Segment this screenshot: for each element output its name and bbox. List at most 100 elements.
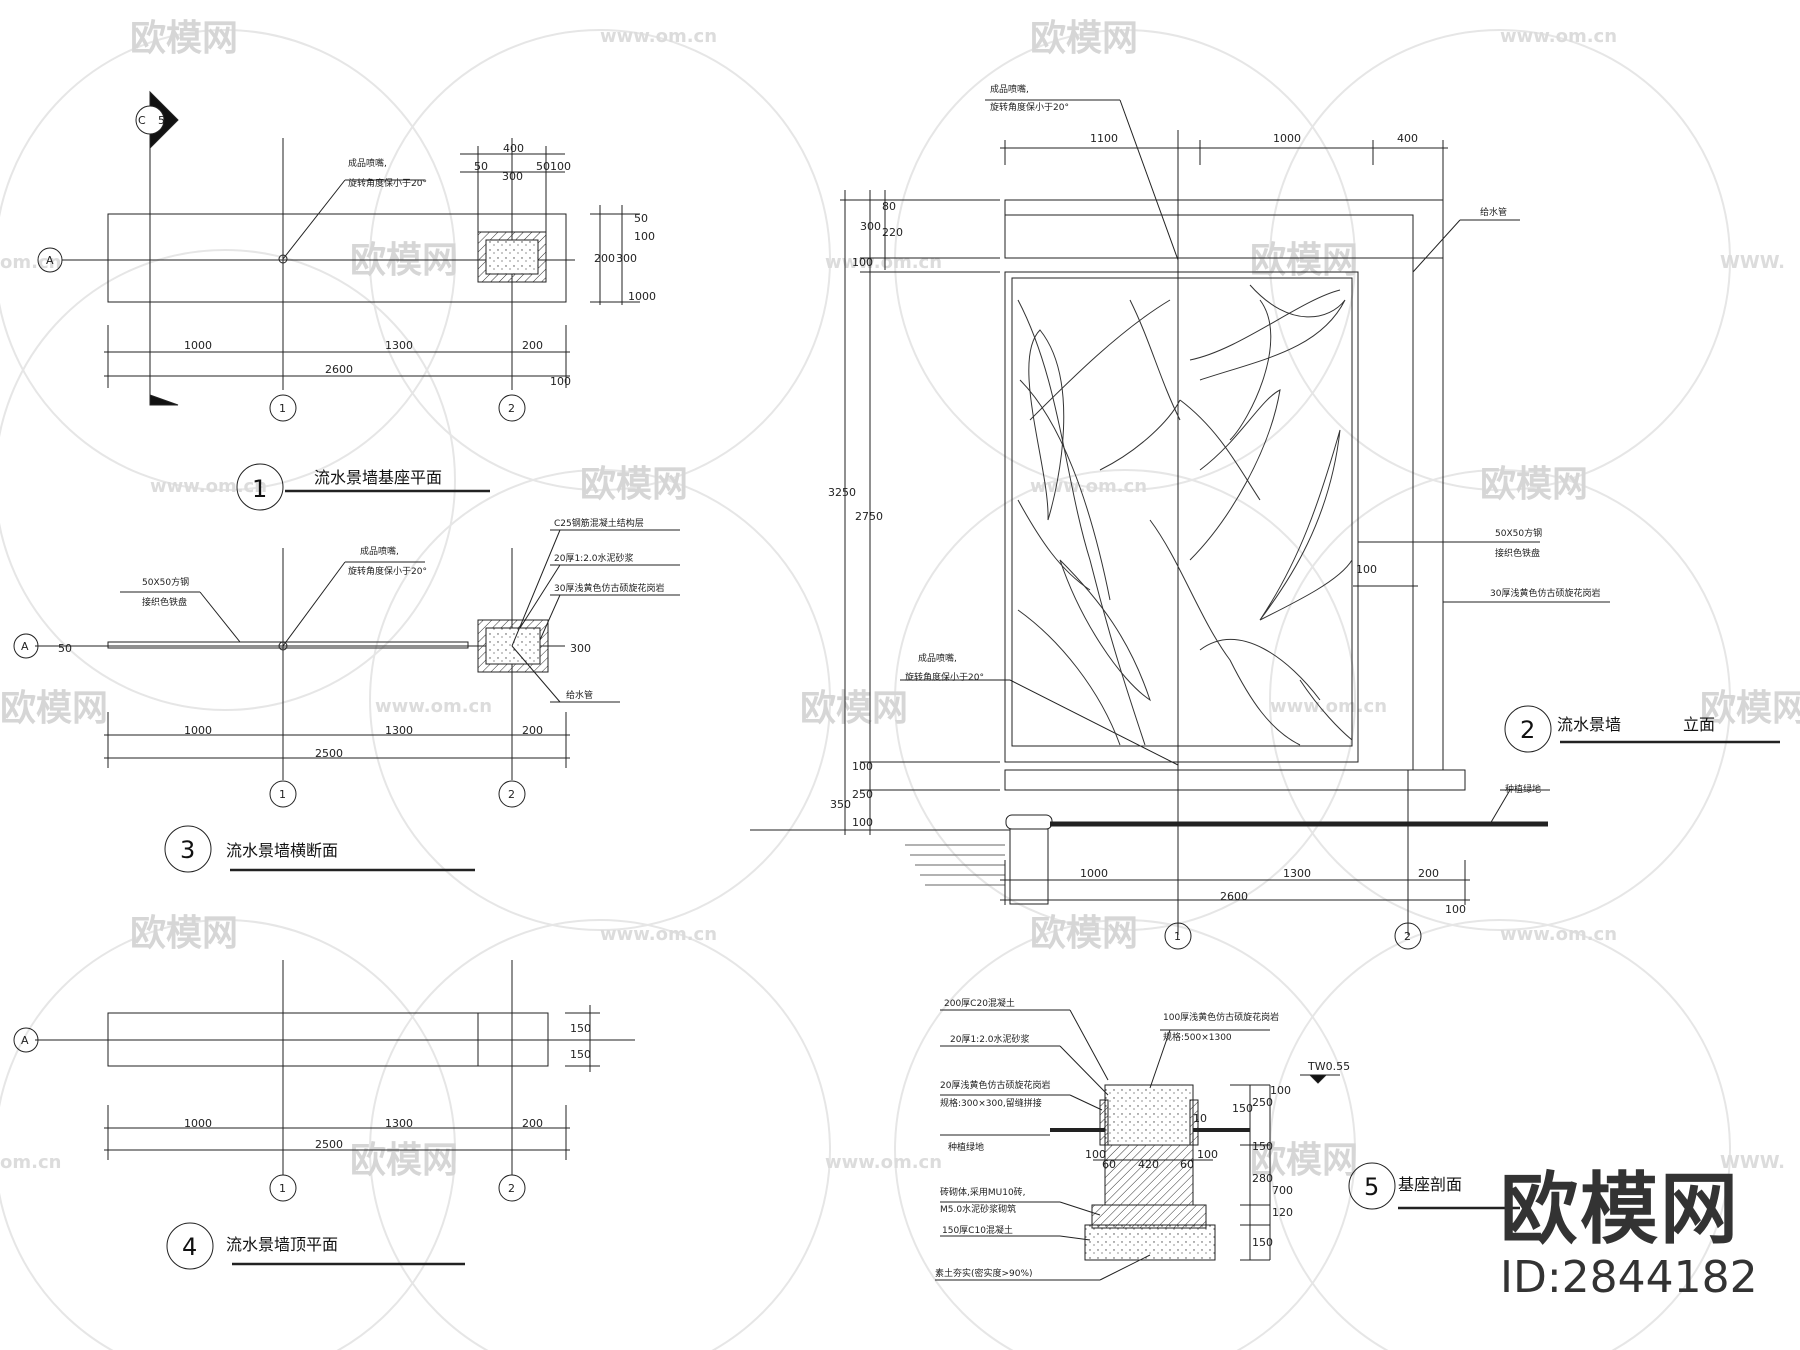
axis-bubble-2: 2 xyxy=(508,1182,515,1195)
dim-label: 50 xyxy=(474,160,488,173)
callout-note: 50X50方钢 xyxy=(1495,527,1542,539)
layer-note: 给水管 xyxy=(566,689,593,701)
view-1-base-plan xyxy=(37,90,640,511)
watermark-url: om.cn xyxy=(0,1152,61,1173)
dim-label: 100 xyxy=(634,230,655,243)
layer-note: 规格:500×1300 xyxy=(1163,1031,1232,1043)
watermark-logo: 欧模网 xyxy=(800,688,908,729)
dim-label: 400 xyxy=(1397,132,1418,145)
dim-label: 2600 xyxy=(325,363,353,376)
dim-label: 100 xyxy=(1197,1148,1218,1161)
watermark-url: www.om.cn xyxy=(150,476,267,497)
dim-label: 50 xyxy=(58,642,72,655)
dim-label: 2600 xyxy=(1220,890,1248,903)
dim-label: 300 xyxy=(502,170,523,183)
watermark-url: www.om.cn xyxy=(825,1152,942,1173)
view-5-base-section xyxy=(935,1009,1520,1281)
layer-note: 100厚浅黄色仿古硕旋花岗岩 xyxy=(1163,1011,1279,1023)
watermark-logo: 欧模网 xyxy=(130,18,238,59)
watermark-url: www.om.cn xyxy=(600,26,717,47)
layer-note: 砖砌体,采用MU10砖, xyxy=(940,1186,1026,1198)
dim-label: 2500 xyxy=(315,1138,343,1151)
dim-label: 280 xyxy=(1252,1172,1273,1185)
dim-label: 100 xyxy=(550,375,571,388)
dim-label: 60 xyxy=(1180,1158,1194,1171)
dim-label: 60 xyxy=(1102,1158,1116,1171)
dim-label: 100 xyxy=(550,160,571,173)
view-title-suffix: 立面 xyxy=(1683,715,1715,734)
watermark-logo: 欧模网 xyxy=(1250,240,1358,281)
axis-bubble-1: 1 xyxy=(279,1182,286,1195)
callout-note: 50X50方钢 xyxy=(142,576,189,588)
dim-label: 100 xyxy=(852,816,873,829)
brand-watermark: 欧模网 ID:2844182 xyxy=(1500,1168,1760,1304)
view-number: 5 xyxy=(1364,1173,1379,1201)
view-number: 4 xyxy=(182,1233,197,1261)
view-title: 流水景墙基座平面 xyxy=(314,468,442,487)
callout-note: 30厚浅黄色仿古硕旋花岗岩 xyxy=(1490,587,1600,599)
watermark-logo: 欧模网 xyxy=(1030,18,1138,59)
view-3-cross-section xyxy=(13,529,680,873)
axis-bubble-2: 2 xyxy=(508,402,515,415)
callout-note: 成品喷嘴, xyxy=(348,157,387,169)
dim-label: 1000 xyxy=(1080,867,1108,880)
layer-note: 种植绿地 xyxy=(948,1141,984,1153)
watermark-url: om.cn xyxy=(0,252,61,273)
dim-label: 100 xyxy=(1270,1084,1291,1097)
dim-label: 10 xyxy=(1193,1112,1207,1125)
dim-label: 80 xyxy=(882,200,896,213)
section-mark-label: C xyxy=(138,114,146,127)
watermark-logo: 欧模网 xyxy=(0,688,108,729)
axis-bubble-a: A xyxy=(21,640,29,653)
view-4-top-plan xyxy=(13,960,635,1270)
brand-name: 欧模网 xyxy=(1500,1165,1741,1255)
axis-bubble-2: 2 xyxy=(508,788,515,801)
dim-label: 100 xyxy=(852,256,873,269)
dim-label: 250 xyxy=(852,788,873,801)
layer-note: C25钢筋混凝土结构层 xyxy=(554,517,644,529)
dim-label: 200 xyxy=(522,1117,543,1130)
view-2-elevation xyxy=(750,99,1780,950)
callout-note: 种植绿地 xyxy=(1505,783,1541,795)
watermark-logo: 欧模网 xyxy=(1700,688,1800,729)
callout-note: 接织色铁盘 xyxy=(1495,547,1540,559)
callout-note: 给水管 xyxy=(1480,206,1507,218)
dim-label: 1000 xyxy=(628,290,656,303)
watermark-url: www.om.cn xyxy=(1500,26,1617,47)
dim-label: 1300 xyxy=(385,724,413,737)
dim-label: 700 xyxy=(1272,1184,1293,1197)
watermark-url: www.om.cn xyxy=(1030,476,1147,497)
callout-note: 成品喷嘴, xyxy=(990,83,1029,95)
watermark-texts: 欧模网 www.om.cn 欧模网 www.om.cn om.cn 欧模网 ww… xyxy=(0,18,1800,1181)
layer-note: M5.0水泥砂浆砌筑 xyxy=(940,1203,1016,1215)
axis-bubble-1: 1 xyxy=(279,788,286,801)
dim-label: 200 xyxy=(522,339,543,352)
dim-label: 300 xyxy=(860,220,881,233)
watermark-url: www.om.cn xyxy=(825,252,942,273)
dim-label: 1000 xyxy=(184,339,212,352)
dim-label: 100 xyxy=(1085,1148,1106,1161)
watermark-url: WWW. xyxy=(1720,252,1785,273)
watermark-logo: 欧模网 xyxy=(580,464,688,505)
watermark-logo: 欧模网 xyxy=(1480,464,1588,505)
dim-label: 1300 xyxy=(385,1117,413,1130)
watermark-url: www.om.cn xyxy=(1270,696,1387,717)
axis-bubble-1: 1 xyxy=(279,402,286,415)
callout-note: 成品喷嘴, xyxy=(360,545,399,557)
axis-bubble-1: 1 xyxy=(1174,930,1181,943)
watermark-url: WWW. xyxy=(1720,1152,1785,1173)
watermark-url: www.om.cn xyxy=(1500,924,1617,945)
layer-note: 150厚C10混凝土 xyxy=(942,1224,1013,1236)
dim-label: 350 xyxy=(830,798,851,811)
text-layer: C 5 A 1 2 成品喷嘴, 旋转角度保小于20° 400 50 300 50… xyxy=(21,83,1715,1279)
layer-note: 规格:300×300,留缝拼接 xyxy=(940,1097,1042,1109)
watermark-logo: 欧模网 xyxy=(130,913,238,954)
layer-note: 20厚1:2.0水泥砂浆 xyxy=(950,1033,1030,1045)
dim-label: 200 xyxy=(1418,867,1439,880)
callout-note: 成品喷嘴, xyxy=(918,652,957,664)
callout-note: 接织色铁盘 xyxy=(142,596,187,608)
watermark-logo: 欧模网 xyxy=(1250,1140,1358,1181)
view-title: 基座剖面 xyxy=(1398,1175,1462,1194)
section-mark-number: 5 xyxy=(158,114,165,127)
